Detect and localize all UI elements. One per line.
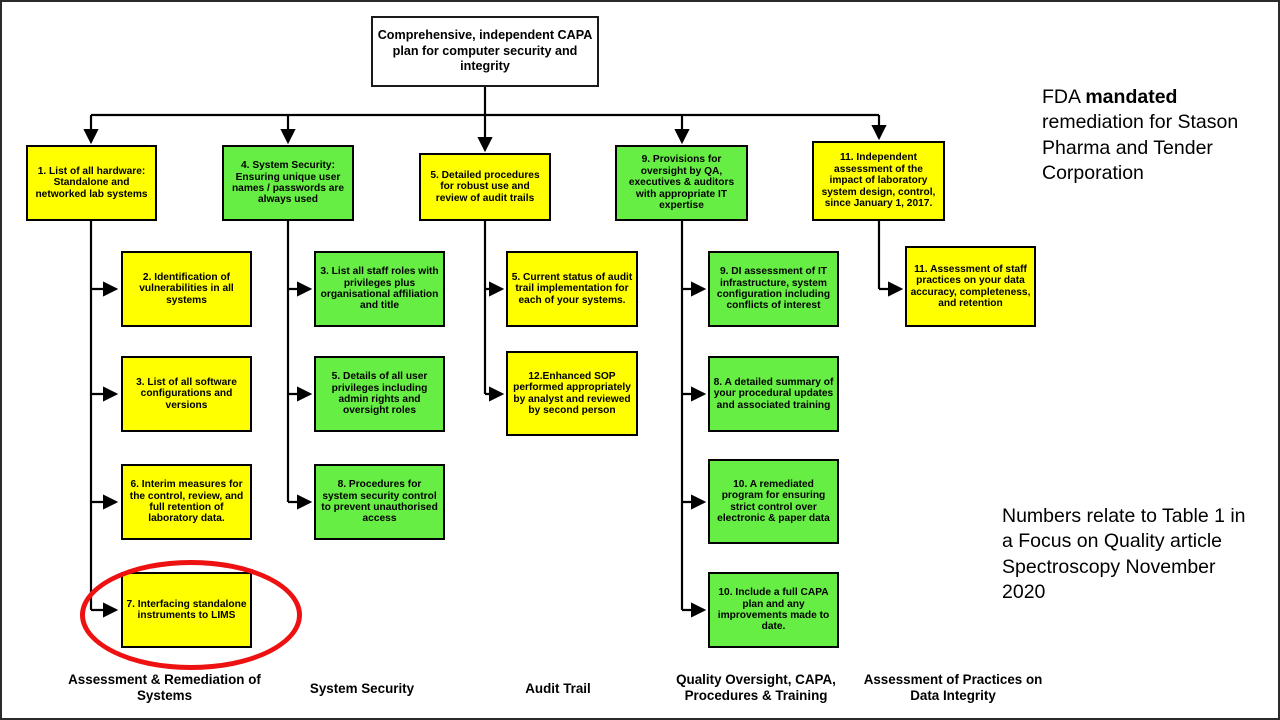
node-col5-head[interactable]: 11. Independent assessment of the impact… (812, 141, 945, 221)
note-fda-rest: remediation for Stason Pharma and Tender… (1042, 111, 1239, 185)
note-table-reference: Numbers relate to Table 1 in a Focus on … (1002, 505, 1246, 604)
root-node[interactable]: Comprehensive, independent CAPA plan for… (371, 16, 599, 87)
column-caption-quality-oversight: Quality Oversight, CAPA, Procedures & Tr… (676, 672, 836, 703)
node-col3-child-2-label: 12.Enhanced SOP performed appropriately … (513, 370, 631, 416)
node-col2-child-2[interactable]: 5. Details of all user privileges includ… (314, 356, 445, 432)
node-col4-child-1-label: 9. DI assessment of IT infrastructure, s… (716, 266, 831, 312)
node-col1-child-1[interactable]: 2. Identification of vulnerabilities in … (121, 251, 252, 327)
node-col1-child-3-label: 6. Interim measures for the control, rev… (129, 479, 244, 525)
node-col4-child-1[interactable]: 9. DI assessment of IT infrastructure, s… (708, 251, 839, 327)
node-col3-head-label: 5. Detailed procedures for robust use an… (430, 169, 540, 204)
column-caption-audit-trail: Audit Trail (525, 681, 591, 696)
node-col5-child-1-label: 11. Assessment of staff practices on you… (910, 263, 1031, 309)
node-col1-child-2-label: 3. List of all software configurations a… (136, 376, 237, 411)
note-fda-lead: FDA (1042, 86, 1086, 108)
node-col1-child-1-label: 2. Identification of vulnerabilities in … (139, 271, 234, 306)
node-col4-head[interactable]: 9. Provisions for oversight by QA, execu… (615, 145, 748, 221)
node-col2-head-label: 4. System Security: Ensuring unique user… (231, 160, 345, 206)
node-col3-child-2[interactable]: 12.Enhanced SOP performed appropriately … (506, 351, 638, 436)
node-col2-child-3[interactable]: 8. Procedures for system security contro… (314, 464, 445, 540)
node-col1-child-4[interactable]: 7. Interfacing standalone instruments to… (121, 572, 252, 648)
node-col2-child-1-label: 3. List all staff roles with privileges … (320, 266, 439, 312)
node-col3-child-1[interactable]: 5. Current status of audit trail impleme… (506, 251, 638, 327)
node-col1-child-2[interactable]: 3. List of all software configurations a… (121, 356, 252, 432)
node-col4-child-3-label: 10. A remediated program for ensuring st… (717, 478, 830, 524)
node-col1-child-3[interactable]: 6. Interim measures for the control, rev… (121, 464, 252, 540)
node-col4-child-4-label: 10. Include a full CAPA plan and any imp… (717, 587, 830, 633)
note-fda-bold: mandated (1085, 86, 1178, 108)
node-col5-head-label: 11. Independent assessment of the impact… (821, 152, 936, 210)
node-col3-head[interactable]: 5. Detailed procedures for robust use an… (419, 153, 551, 221)
node-col4-head-label: 9. Provisions for oversight by QA, execu… (628, 154, 735, 212)
column-caption-data-integrity: Assessment of Practices on Data Integrit… (863, 672, 1043, 703)
root-node-label: Comprehensive, independent CAPA plan for… (377, 28, 593, 74)
node-col2-child-2-label: 5. Details of all user privileges includ… (331, 371, 428, 417)
node-col2-head[interactable]: 4. System Security: Ensuring unique user… (222, 145, 354, 221)
node-col4-child-2[interactable]: 8. A detailed summary of your procedural… (708, 356, 839, 432)
node-col1-head[interactable]: 1. List of all hardware: Standalone and … (26, 145, 157, 221)
node-col5-child-1[interactable]: 11. Assessment of staff practices on you… (905, 246, 1036, 327)
node-col2-child-3-label: 8. Procedures for system security contro… (321, 479, 438, 525)
node-col2-child-1[interactable]: 3. List all staff roles with privileges … (314, 251, 445, 327)
node-col4-child-3[interactable]: 10. A remediated program for ensuring st… (708, 459, 839, 544)
column-caption-system-security: System Security (309, 681, 415, 696)
node-col1-head-label: 1. List of all hardware: Standalone and … (35, 165, 148, 200)
note-fda-mandated: FDA mandated remediation for Stason Phar… (1042, 85, 1272, 186)
node-col4-child-2-label: 8. A detailed summary of your procedural… (713, 376, 834, 411)
column-caption-assessment: Assessment & Remediation of Systems (68, 672, 261, 703)
node-col4-child-4[interactable]: 10. Include a full CAPA plan and any imp… (708, 572, 839, 648)
node-col3-child-1-label: 5. Current status of audit trail impleme… (511, 271, 633, 306)
node-col1-child-4-label: 7. Interfacing standalone instruments to… (126, 598, 247, 621)
